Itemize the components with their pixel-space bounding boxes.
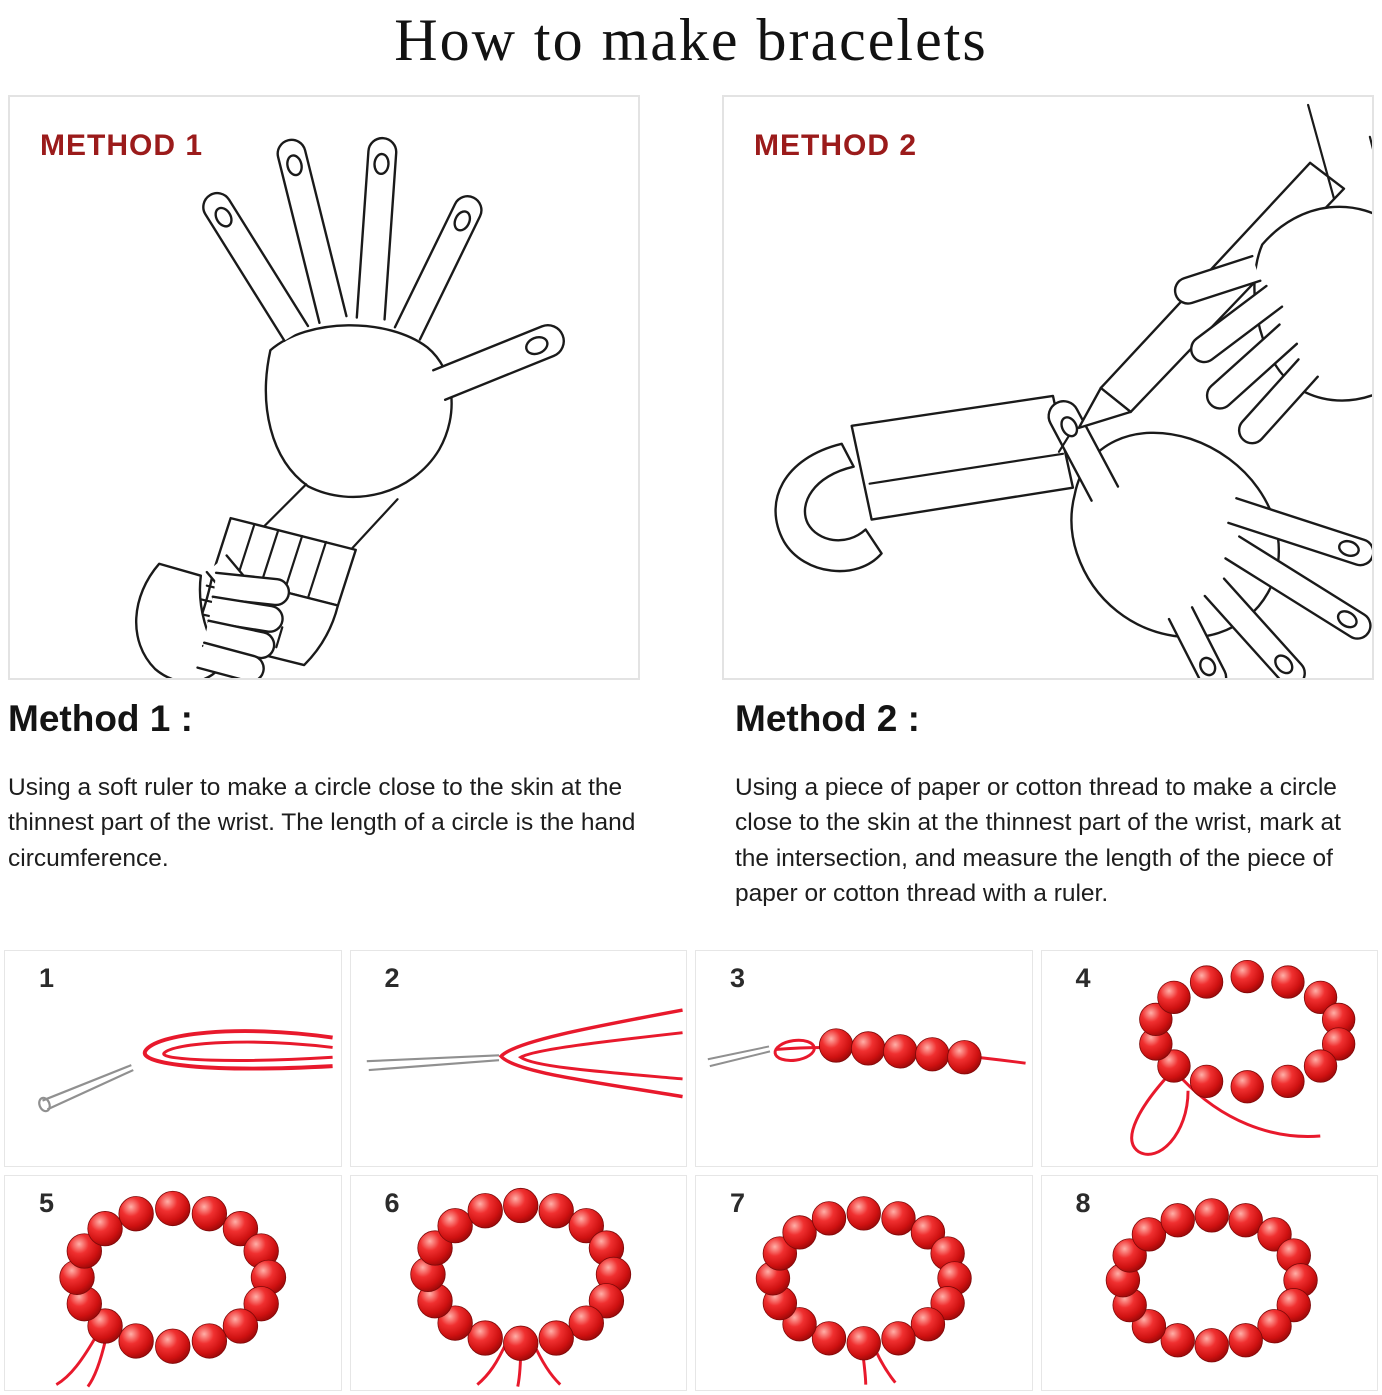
needle-icon xyxy=(38,1064,134,1113)
step-5-illustration xyxy=(55,1190,287,1387)
measuring-wrist-with-ruler-illustration xyxy=(135,136,565,678)
step-number: 3 xyxy=(730,963,746,993)
method2-description-block: Method 2 : Using a piece of paper or cot… xyxy=(735,698,1373,911)
step-number: 8 xyxy=(1075,1187,1091,1218)
steps-grid: 1 2 xyxy=(4,950,1378,1391)
cord-ends-icon xyxy=(55,1332,108,1387)
method2-panel-label: METHOD 2 xyxy=(754,129,918,162)
step-2-illustration xyxy=(366,1008,683,1099)
open-hand xyxy=(202,136,565,565)
method2-description: Using a piece of paper or cotton thread … xyxy=(735,774,1341,907)
step-8-illustration xyxy=(1105,1197,1318,1362)
method1-description-block: Method 1 : Using a soft ruler to make a … xyxy=(8,698,636,876)
step-number: 1 xyxy=(39,963,55,993)
bracelet-beads xyxy=(59,1190,287,1364)
step-cell-7: 7 xyxy=(695,1174,1033,1391)
bracelet-beads xyxy=(755,1195,972,1360)
step-cell-6: 6 xyxy=(349,1174,687,1391)
method1-description: Using a soft ruler to make a circle clos… xyxy=(8,774,636,872)
step-cell-8: 8 xyxy=(1040,1174,1378,1391)
gripping-hand xyxy=(135,554,291,678)
beads-on-cord xyxy=(818,1028,982,1075)
step-6-illustration xyxy=(409,1187,631,1387)
bracelet-beads xyxy=(1105,1197,1318,1362)
step-cell-2: 2 xyxy=(349,950,687,1167)
step-4-illustration xyxy=(1129,959,1355,1156)
step-3-illustration xyxy=(707,1028,1026,1075)
step-1-illustration xyxy=(38,1029,333,1113)
method2-heading: Method 2 : xyxy=(735,698,920,739)
marking-wrist-with-pen-illustration xyxy=(774,103,1372,678)
paper-ribbon xyxy=(774,442,883,573)
threaded-cord-icon xyxy=(498,1008,683,1099)
needle-icon xyxy=(707,1045,771,1068)
method1-panel: METHOD 1 xyxy=(8,95,640,680)
page-title: How to make bracelets xyxy=(394,7,988,73)
method1-heading: Method 1 : xyxy=(8,698,193,739)
step-number: 5 xyxy=(39,1187,55,1218)
wrist-band xyxy=(850,394,1075,521)
step-cell-3: 3 xyxy=(695,950,1033,1167)
step-number: 6 xyxy=(384,1187,400,1218)
folded-cord-icon xyxy=(142,1029,333,1071)
bracelet-beads xyxy=(409,1187,631,1361)
holding-hand xyxy=(1173,103,1372,445)
step-number: 7 xyxy=(730,1187,746,1218)
step-cell-1: 1 xyxy=(4,950,342,1167)
method2-panel: METHOD 2 xyxy=(722,95,1374,680)
step-cell-4: 4 xyxy=(1040,950,1378,1167)
needle-icon xyxy=(366,1054,499,1072)
measured-hand xyxy=(1047,400,1372,678)
step-cell-5: 5 xyxy=(4,1174,342,1391)
step-number: 2 xyxy=(384,963,400,993)
step-7-illustration xyxy=(755,1195,972,1385)
step-number: 4 xyxy=(1075,963,1091,993)
bracelet-beads xyxy=(1138,959,1355,1104)
method1-panel-label: METHOD 1 xyxy=(40,129,204,162)
